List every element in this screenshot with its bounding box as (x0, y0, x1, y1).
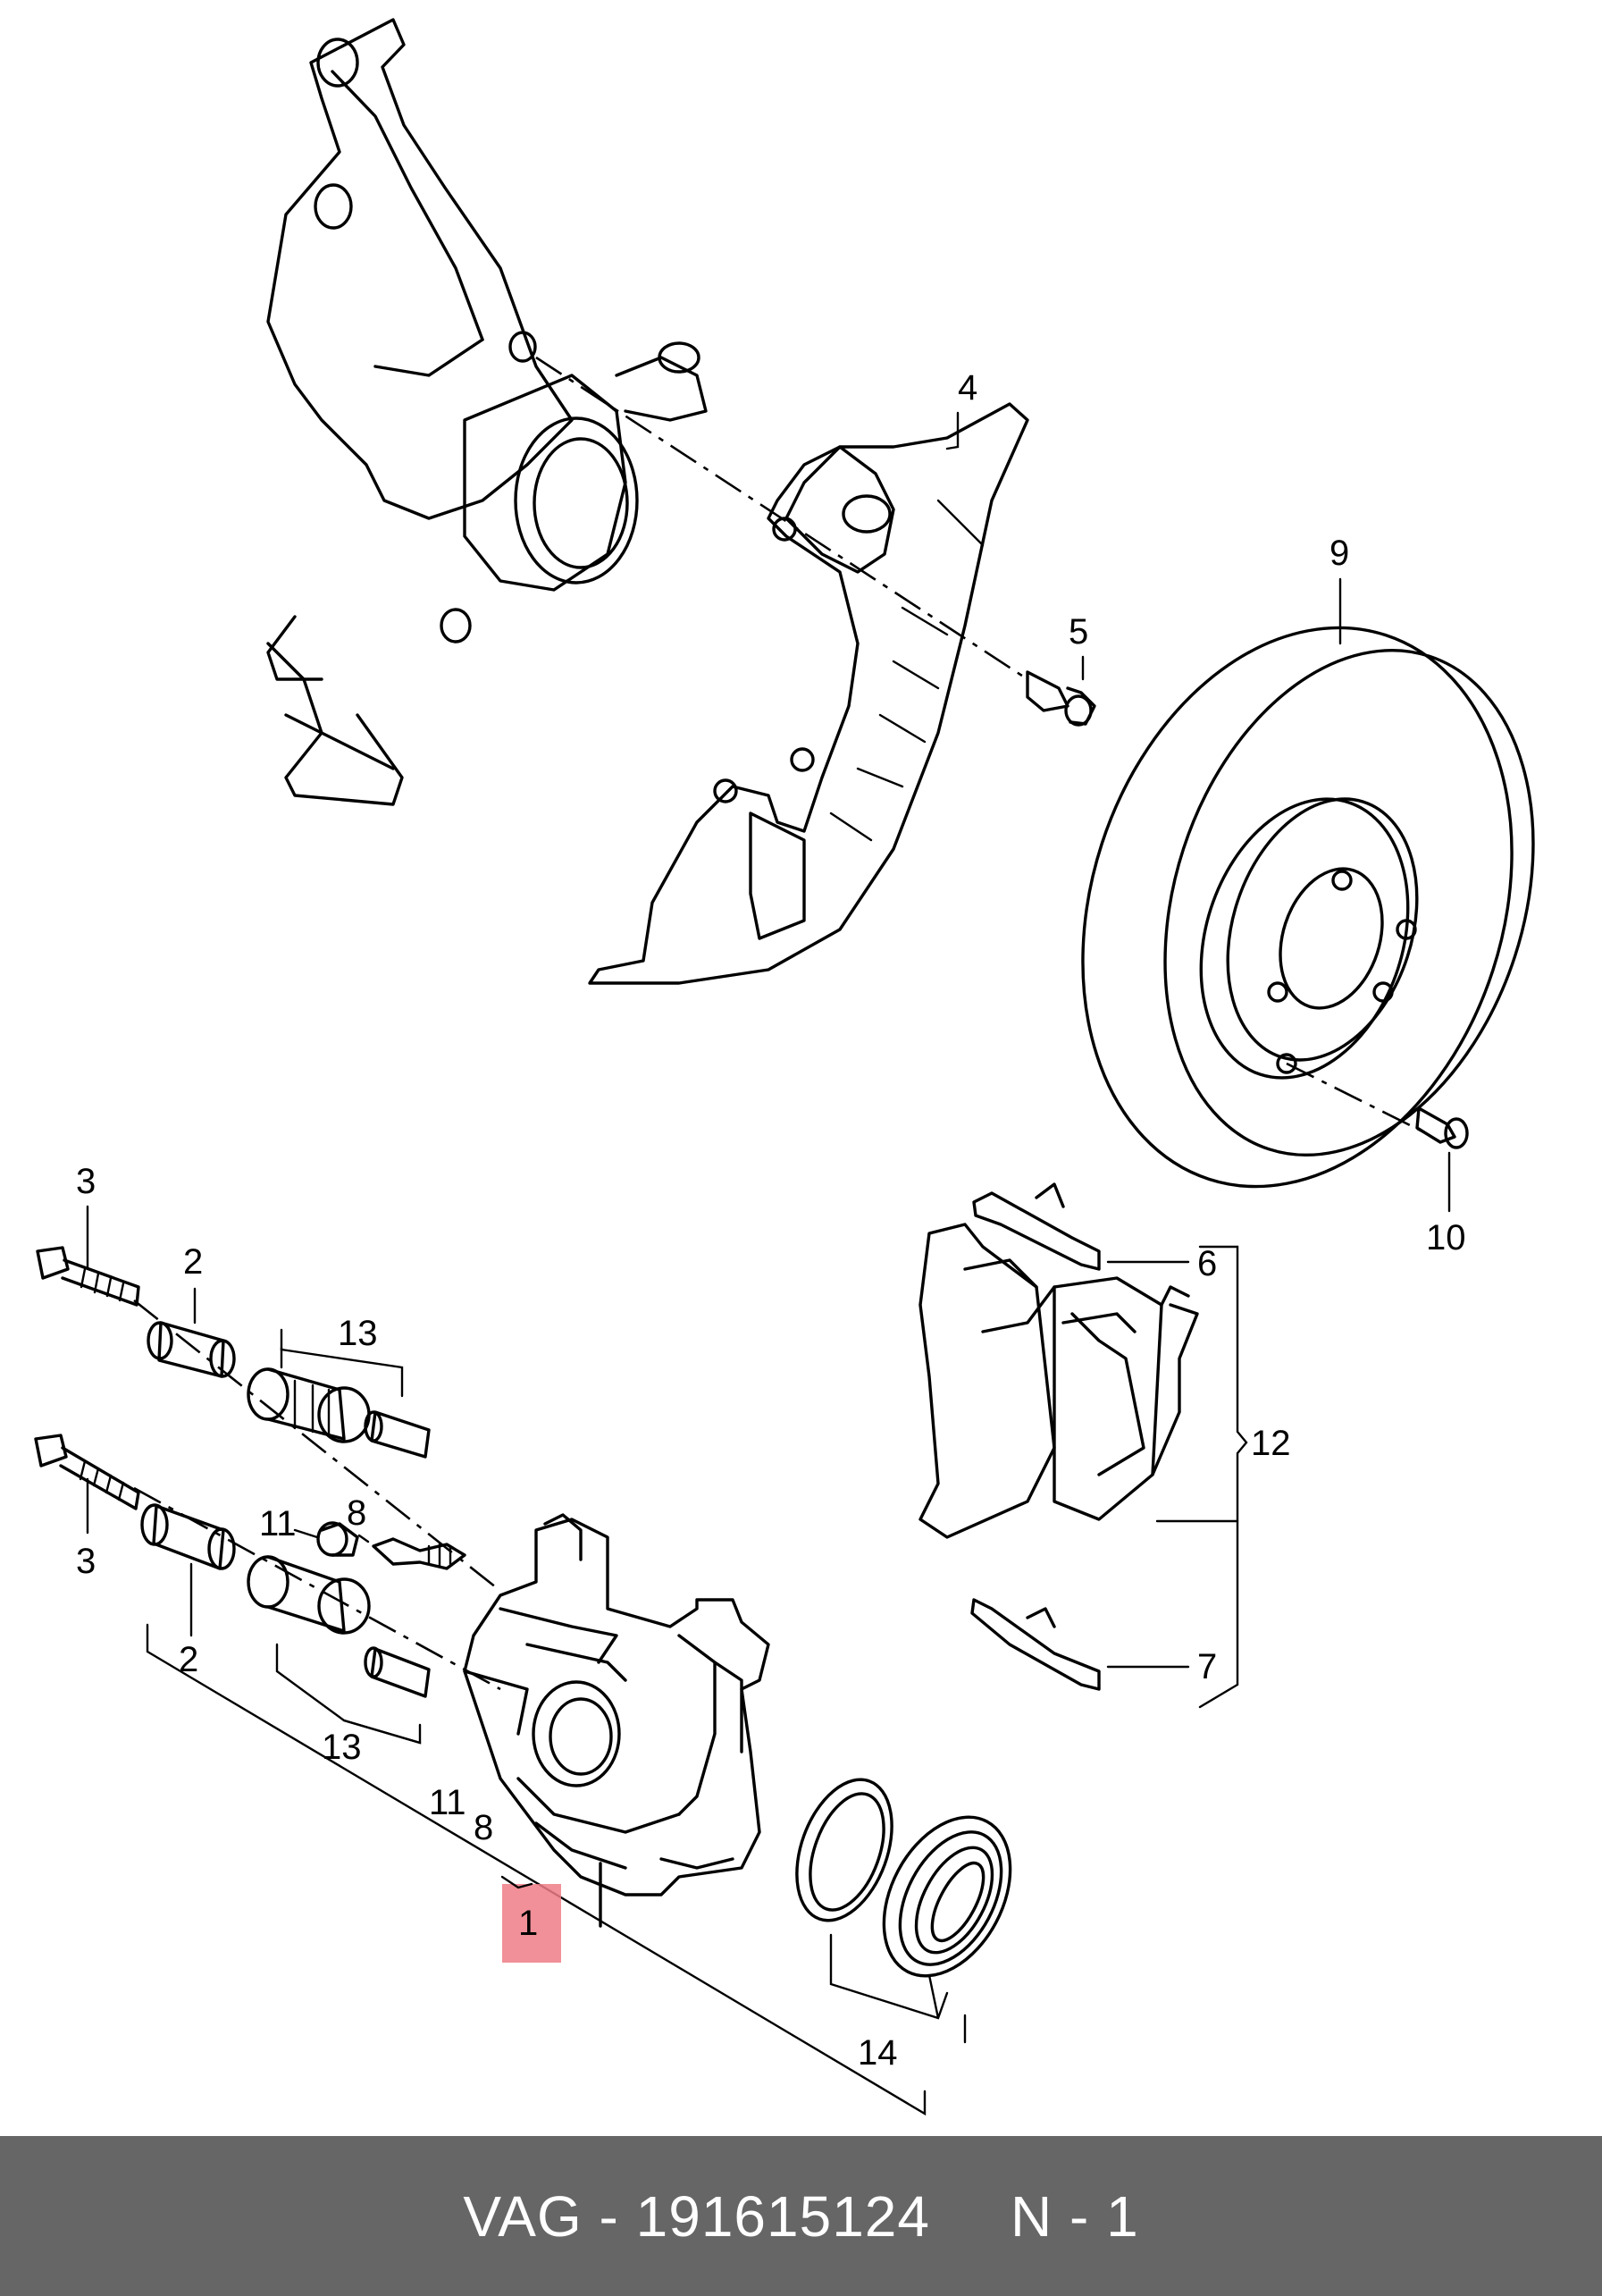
brake-disc (1081, 626, 1535, 1189)
callout-10: 10 (1426, 1218, 1466, 1257)
callout-5: 5 (1069, 612, 1088, 652)
diagram-position: N - 1 (1010, 2183, 1139, 2249)
guide-bolt-upper (36, 1246, 140, 1307)
guide-bushing-lower (247, 1555, 431, 1698)
callout-1: 1 (518, 1904, 538, 1943)
callout-2-upper: 2 (183, 1242, 203, 1282)
callout-2-lower: 2 (179, 1640, 198, 1679)
screw-10 (1415, 1106, 1469, 1149)
callout-11-lower: 11 (429, 1783, 466, 1822)
callout-3-lower: 3 (76, 1542, 96, 1581)
part-highlight (502, 1884, 561, 1963)
splash-shield (588, 402, 1029, 985)
callout-14: 14 (858, 2033, 898, 2073)
callout-8-lower: 8 (474, 1808, 493, 1847)
steering-knuckle (266, 18, 708, 806)
callout-13-upper: 13 (338, 1314, 378, 1353)
guide-bushing-upper (247, 1367, 431, 1459)
callout-7: 7 (1197, 1647, 1217, 1686)
guide-sleeve-upper (147, 1321, 236, 1378)
callout-11-upper: 11 (259, 1504, 297, 1543)
guide-bolt-lower (34, 1434, 140, 1510)
part-number: VAG - 191615124 (463, 2183, 930, 2249)
callout-13-lower: 13 (322, 1728, 362, 1767)
part-footer: VAG - 191615124 N - 1 (0, 2136, 1602, 2296)
callout-3-upper: 3 (76, 1162, 96, 1201)
callout-6: 6 (1197, 1244, 1217, 1283)
callout-8-upper: 8 (347, 1493, 366, 1533)
bleeder-cap (316, 1521, 359, 1557)
bolt-5 (1026, 670, 1096, 727)
dust-boot (882, 1815, 1012, 1978)
exploded-brake-diagram: 4 5 9 10 (34, 18, 1535, 2116)
callout-12: 12 (1251, 1424, 1291, 1463)
brake-caliper (463, 1513, 770, 1928)
callout-9: 9 (1329, 534, 1349, 573)
piston-seal (795, 1778, 893, 1922)
callout-4: 4 (958, 368, 977, 408)
brake-pads (918, 1223, 1199, 1539)
bleeder-valve (372, 1537, 466, 1570)
guide-sleeve-lower (140, 1503, 236, 1570)
anti-rattle-spring-6 (972, 1182, 1101, 1271)
anti-rattle-spring-7 (970, 1598, 1101, 1691)
